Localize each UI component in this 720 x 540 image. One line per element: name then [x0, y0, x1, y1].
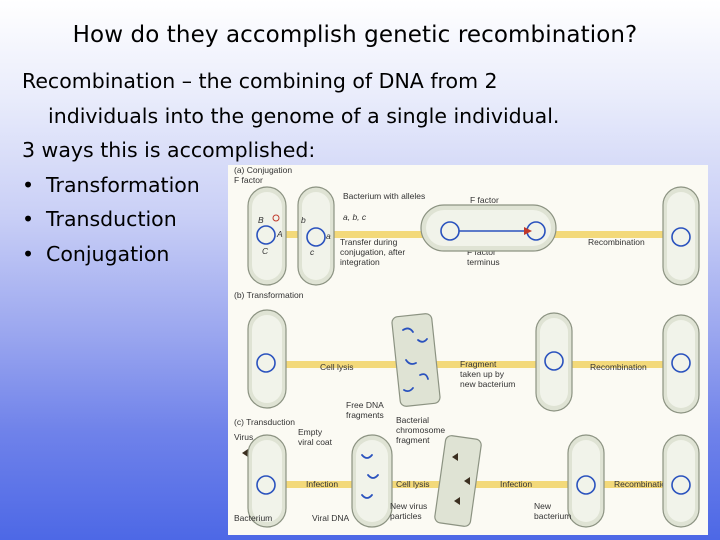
dna-fragment [405, 359, 417, 365]
infected-cell-inner [356, 440, 388, 522]
new-bacterium-chromosome [576, 475, 596, 495]
recombined-chromosome-b [671, 353, 691, 373]
arrow-band-transformation [263, 361, 683, 368]
transfer-label-2: conjugation, after [340, 247, 405, 257]
section-label-c: (c) Transduction [234, 417, 295, 427]
section-conjugation: (a) Conjugation F factor Bacterium with … [234, 165, 700, 286]
bullet-icon: • [22, 241, 35, 266]
section-label-b: (b) Transformation [234, 290, 304, 300]
allele-C: C [262, 246, 269, 256]
dna-fragment [402, 327, 414, 333]
allele-a: a [326, 231, 331, 241]
definition-line-2: individuals into the genome of a single … [48, 103, 560, 128]
transfer-arrow-icon [524, 227, 532, 235]
bullet-label-conjugation: Conjugation [46, 241, 170, 266]
recombination-label: Recombination [588, 237, 645, 247]
dna-fragment [403, 387, 414, 393]
bacterium-alleles-label: Bacterium with alleles [343, 191, 425, 201]
transfer-label-1: Transfer during [340, 237, 398, 247]
recombined-chromosome-c [671, 475, 691, 495]
fragment-label-1: Fragment [460, 359, 497, 369]
lysed-cell-c [434, 435, 482, 527]
donor-cell-b-inner [252, 315, 282, 403]
ways-intro: 3 ways this is accomplished: [22, 138, 316, 162]
f-factor-label: F factor [234, 175, 263, 185]
receiving-cell-b-inner [540, 318, 568, 406]
bacterial-chromosome-label-1: Bacterial [396, 415, 429, 425]
bullet-label-transformation: Transformation [46, 172, 200, 197]
recipient-cell-inner [302, 192, 330, 280]
bullet-icon: • [22, 172, 35, 197]
f-factor-terminus-label-1: F factor [467, 247, 496, 257]
infection-label-2: Infection [500, 479, 532, 489]
donor-cell-inner [252, 192, 282, 280]
viral-dna-icon [367, 474, 379, 479]
recombination-label-c: Recombination [614, 479, 671, 489]
lysed-cell [391, 313, 441, 407]
section-transduction: (c) Transduction Virus Empty viral coat … [234, 415, 700, 528]
conjugating-pair-inner [426, 210, 551, 246]
new-bacterium-cell-inner [572, 440, 600, 522]
cell-lysis-label-c: Cell lysis [396, 479, 430, 489]
allele-B: B [258, 215, 264, 225]
definition-line-1: Recombination – the combining of DNA fro… [22, 69, 498, 93]
free-dna-label-1: Free DNA [346, 400, 384, 410]
allele-c: c [310, 247, 315, 257]
alleles-abc-label: a, b, c [343, 212, 367, 222]
empty-coat-label-2: viral coat [298, 437, 333, 447]
f-factor-terminus-label-2: terminus [467, 257, 500, 267]
new-bacterium-label-1: New [534, 501, 552, 511]
slide-title: How do they accomplish genetic recombina… [72, 22, 638, 48]
viral-dna-icon [361, 494, 373, 499]
bullet-label-transduction: Transduction [46, 207, 177, 231]
bacterial-chromosome-label-3: fragment [396, 435, 430, 445]
new-bacterium-label-2: bacterium [534, 511, 571, 521]
donor-chromosome-c [256, 475, 276, 495]
phage-icon [452, 453, 470, 505]
allele-A: A [276, 229, 283, 239]
transfer-label-3: integration [340, 257, 380, 267]
infection-label: Infection [306, 479, 338, 489]
slide-body: Recombination – the combining of DNA fro… [22, 64, 559, 271]
bacterial-chromosome-label-2: chromosome [396, 425, 445, 435]
empty-coat-label-1: Empty [298, 427, 323, 437]
donor-cell-c-inner [252, 440, 282, 522]
bacterium-label: Bacterium [234, 513, 272, 523]
bullet-icon: • [22, 207, 35, 231]
bullet-item: • Transformation [22, 168, 559, 203]
dna-fragment [419, 373, 429, 380]
recipient-chromosome [306, 227, 326, 247]
new-virus-label-2: particles [390, 511, 422, 521]
f-factor-plasmid [272, 214, 280, 222]
donor-chromosome [256, 225, 276, 245]
recombined-chromosome [671, 227, 691, 247]
new-virus-label-1: New virus [390, 501, 427, 511]
recombined-cell-b-inner [667, 320, 695, 408]
virus-label: Virus [234, 432, 253, 442]
figure-svg: (a) Conjugation F factor Bacterium with … [234, 165, 700, 528]
viral-dna-icon [361, 454, 373, 459]
receiving-chromosome-b [544, 351, 564, 371]
recombined-cell-inner [667, 192, 695, 280]
section-label-a: (a) Conjugation [234, 165, 292, 175]
viral-dna-label: Viral DNA [312, 513, 349, 523]
fragment-label-2: taken up by [460, 369, 505, 379]
recombined-cell-c-inner [667, 440, 695, 522]
section-transformation: (b) Transformation Cell lysis Free DNA f… [234, 290, 700, 420]
fragment-label-3: new bacterium [460, 379, 515, 389]
allele-b: b [301, 215, 306, 225]
donor-chromosome-b [256, 353, 276, 373]
f-factor-origin-label-1: F factor [470, 195, 499, 205]
free-dna-label-2: fragments [346, 410, 384, 420]
dna-fragment [417, 338, 428, 343]
bullet-item: • Transduction [22, 202, 559, 237]
cell-lysis-label-b: Cell lysis [320, 362, 354, 372]
recombination-figure: (a) Conjugation F factor Bacterium with … [228, 165, 708, 535]
bullet-item: • Conjugation [22, 237, 559, 272]
recombination-label-b: Recombination [590, 362, 647, 372]
